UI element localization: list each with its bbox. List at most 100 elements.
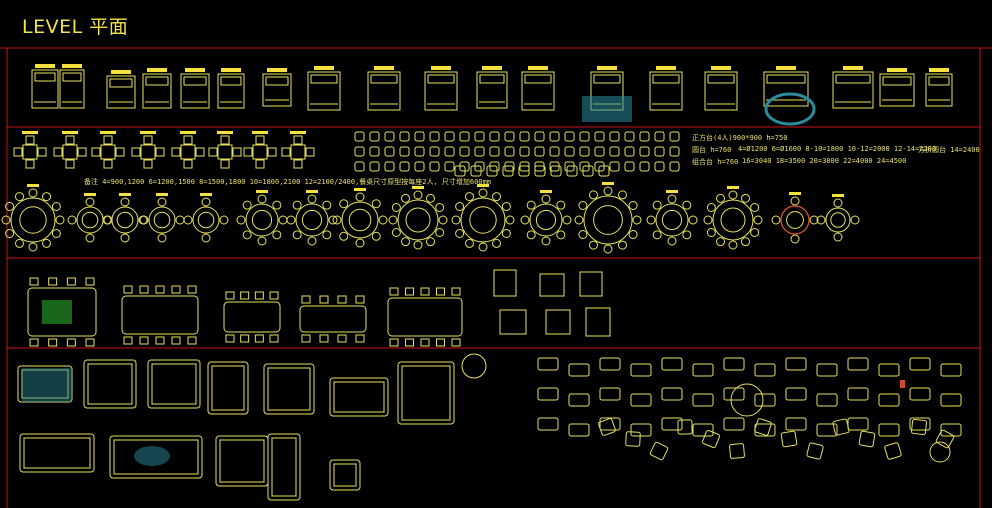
bed-pillows (882, 76, 912, 86)
chair (123, 336, 133, 345)
table-label-bar (602, 182, 614, 185)
chair (501, 229, 511, 238)
chair (292, 200, 302, 210)
table-inner (81, 211, 99, 229)
sofa-cushion (211, 365, 245, 411)
bed-pillows (652, 74, 680, 84)
chair (319, 295, 329, 304)
dining-set-symbol (91, 131, 125, 169)
lounge-chair-symbol (785, 417, 807, 431)
chair (501, 202, 511, 211)
sofa-outline (83, 359, 137, 409)
chair (328, 215, 338, 225)
bed-pillows (34, 72, 56, 82)
chair (728, 240, 738, 250)
chair (451, 338, 461, 347)
round-table-symbol (67, 193, 113, 243)
bed-frame (31, 69, 59, 109)
bed-frame (925, 73, 953, 107)
table-label-bar (100, 131, 116, 134)
chair (143, 159, 153, 169)
table-label-bar (727, 186, 739, 189)
chair (435, 228, 445, 237)
chair (307, 194, 317, 204)
bed-label-bar (35, 64, 55, 68)
chair (728, 190, 738, 200)
chair (389, 287, 399, 296)
bed-pillows (427, 74, 455, 84)
chair (255, 135, 265, 145)
armchair-symbol (669, 146, 680, 157)
chair (371, 199, 381, 209)
sofa-outline (263, 363, 315, 415)
table-inner (197, 211, 215, 229)
armchair-symbol (369, 146, 380, 157)
chair (292, 230, 302, 240)
dining-set-symbol (53, 131, 87, 169)
chair (790, 234, 800, 244)
sofa-cushion (267, 367, 311, 411)
chair (389, 338, 399, 347)
table-top (245, 203, 279, 237)
chair (455, 202, 465, 211)
lounge-chair-symbol (940, 423, 962, 437)
armchair-symbol (754, 418, 772, 436)
bed-label-bar (314, 66, 334, 70)
chair (646, 215, 656, 225)
armchair-symbol (444, 146, 455, 157)
bed-symbol (367, 66, 401, 111)
lounge-chair-symbol (630, 393, 652, 407)
lounge-chair-symbol (909, 417, 931, 431)
table-label-bar (84, 193, 96, 196)
sofa-symbol (329, 377, 389, 417)
chair (123, 285, 133, 294)
armchair-symbol (429, 131, 440, 142)
table-label-bar (140, 131, 156, 134)
round-lounge (730, 383, 764, 417)
table-top (387, 297, 463, 337)
chair (25, 135, 35, 145)
bed-symbol (180, 68, 210, 109)
table-top (712, 199, 754, 241)
chair (741, 237, 750, 247)
armchair-symbol (639, 146, 650, 157)
long-table-symbol (223, 291, 281, 343)
chair (187, 285, 197, 294)
chair (278, 215, 288, 225)
round-table-symbol (451, 184, 515, 252)
chair (790, 196, 800, 206)
bed-frame (649, 71, 683, 111)
rug-hatch (22, 368, 72, 402)
sofa-cushion (87, 363, 133, 405)
table-top (341, 201, 379, 239)
chair (426, 237, 435, 247)
lounge-chair-symbol (754, 423, 776, 437)
chair (219, 215, 229, 225)
chair (5, 202, 15, 211)
chair (478, 188, 488, 198)
armchair-symbol (598, 165, 610, 177)
table-inner (251, 209, 273, 231)
workstation-symbol (545, 309, 571, 335)
chair (240, 334, 250, 343)
bed-label-bar (776, 66, 796, 70)
chair (435, 203, 445, 212)
chair (589, 240, 598, 250)
table-label-bar (156, 193, 168, 196)
lounge-chair-symbol (537, 417, 559, 431)
chair (833, 198, 843, 208)
armchair-symbol (384, 146, 395, 157)
bed-label-bar (656, 66, 676, 70)
bed-label-bar (887, 68, 907, 72)
bed-frame (180, 73, 210, 109)
chair (254, 291, 264, 300)
table-label-bar (832, 194, 844, 197)
lounge-chair-symbol (630, 423, 652, 437)
sofa-outline (329, 377, 389, 417)
bed-label-bar (62, 64, 82, 68)
chair (618, 190, 627, 200)
chair (157, 197, 167, 207)
armchair-symbol (486, 165, 498, 177)
table-top (100, 144, 116, 160)
